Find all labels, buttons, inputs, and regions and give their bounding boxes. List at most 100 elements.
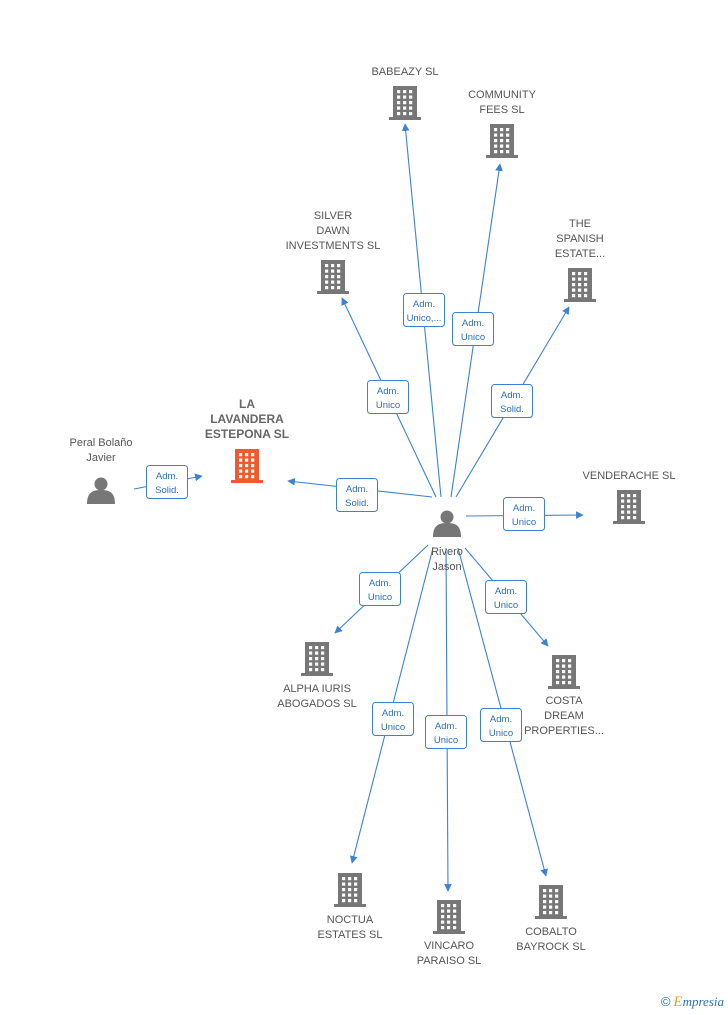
- node-label-spanish: ESTATE...: [555, 248, 605, 260]
- person-icon: [87, 477, 115, 504]
- edge-label-text: Unico: [381, 722, 405, 733]
- node-label-silver: INVESTMENTS SL: [286, 240, 381, 252]
- node-label-babeazy: BABEAZY SL: [371, 66, 438, 78]
- node-label-peral: Peral Bolaño: [70, 437, 133, 449]
- node-noctua[interactable]: NOCTUA ESTATES SL: [317, 873, 383, 941]
- edge-label-box: [491, 384, 533, 418]
- edge-label-text: Adm.: [369, 578, 391, 589]
- node-label-community: COMMUNITY: [468, 89, 536, 101]
- edge-label-box: [425, 715, 467, 749]
- edge-label-box: [503, 497, 545, 531]
- building-icon: [548, 655, 580, 689]
- node-label-cobalto: COBALTO: [525, 926, 577, 938]
- edge-label-noctua[interactable]: Adm. Unico: [372, 702, 414, 736]
- building-icon: [317, 260, 349, 294]
- edge-label-lavandera[interactable]: Adm. Solid.: [336, 478, 378, 512]
- edge-label-text: Unico: [368, 592, 392, 603]
- edge-label-box: [336, 478, 378, 512]
- node-community[interactable]: COMMUNITY FEES SL: [468, 89, 537, 158]
- node-label-noctua: NOCTUA: [327, 914, 374, 926]
- edge-label-text: Adm.: [501, 390, 523, 401]
- edge-label-text: Adm.: [156, 471, 178, 482]
- node-label-costa: DREAM: [544, 710, 584, 722]
- edge-label-venderache[interactable]: Adm.Unico: [503, 497, 545, 531]
- node-venderache[interactable]: VENDERACHE SL: [583, 470, 676, 524]
- node-vincaro[interactable]: VINCARO PARAISO SL: [417, 900, 482, 967]
- node-label-lavandera: LAVANDERA: [210, 412, 284, 426]
- building-icon: [301, 642, 333, 676]
- node-costa[interactable]: COSTA DREAM PROPERTIES...: [524, 655, 604, 737]
- edge-label-babeazy[interactable]: Adm.Unico,...: [403, 293, 445, 327]
- node-label-lavandera: ESTEPONA SL: [205, 427, 289, 441]
- node-label-alpha: ALPHA IURIS: [283, 683, 351, 695]
- person-icon: [433, 510, 461, 537]
- node-spanish[interactable]: THE SPANISH ESTATE...: [555, 218, 605, 302]
- edge-labels-layer: Adm.Solid.Adm.Solid.Adm.Unico,...Adm.Uni…: [146, 293, 545, 749]
- edge-label-text: Adm.: [413, 299, 435, 310]
- node-label-vincaro: VINCARO: [424, 940, 475, 952]
- node-label-spanish: THE: [569, 218, 591, 230]
- edge-label-text: Adm.: [346, 484, 368, 495]
- edge-label-text: Solid.: [155, 485, 179, 496]
- node-label-cobalto: BAYROCK SL: [516, 941, 586, 953]
- edge-label-box: [367, 380, 409, 414]
- edge-label-costa[interactable]: Adm.Unico: [485, 580, 527, 614]
- building-icon: [613, 490, 645, 524]
- node-label-peral: Javier: [86, 452, 116, 464]
- edge-label-alpha[interactable]: Adm. Unico: [359, 572, 401, 606]
- edge-label-box: [146, 465, 188, 499]
- edge-label-box: [452, 312, 494, 346]
- node-label-community: FEES SL: [479, 104, 524, 116]
- edge-label-text: Adm.: [462, 318, 484, 329]
- edge-label-text: Unico: [461, 332, 485, 343]
- edge-label-box: [485, 580, 527, 614]
- node-label-silver: SILVER: [314, 210, 352, 222]
- node-label-spanish: SPANISH: [556, 233, 604, 245]
- edge-label-box: [403, 293, 445, 327]
- node-label-rivero: Rivero: [431, 546, 463, 558]
- edge-label-text: Unico: [512, 517, 536, 528]
- edge-label-text: Unico: [434, 735, 458, 746]
- building-icon: [389, 86, 421, 120]
- node-label-costa: COSTA: [545, 695, 583, 707]
- node-label-noctua: ESTATES SL: [317, 929, 382, 941]
- edge-label-text: Adm.: [377, 386, 399, 397]
- building-icon: [433, 900, 465, 934]
- edge-label-community[interactable]: Adm. Unico: [452, 312, 494, 346]
- building-icon: [231, 449, 263, 483]
- edge-label-lavandera[interactable]: Adm. Solid.: [146, 465, 188, 499]
- edge-label-text: Solid.: [500, 404, 524, 415]
- edge-label-cobalto[interactable]: Adm. Unico: [480, 708, 522, 742]
- edge-label-text: Adm.: [490, 714, 512, 725]
- node-cobalto[interactable]: COBALTO BAYROCK SL: [516, 885, 586, 953]
- building-icon: [564, 268, 596, 302]
- node-label-venderache: VENDERACHE SL: [583, 470, 676, 482]
- empresia-logo: ©Empresia: [661, 994, 724, 1011]
- edge-label-silver[interactable]: Adm. Unico: [367, 380, 409, 414]
- edge-label-spanish[interactable]: Adm. Solid.: [491, 384, 533, 418]
- edge-label-text: Adm.: [495, 586, 517, 597]
- node-babeazy[interactable]: BABEAZY SL: [371, 66, 439, 120]
- edge-label-text: Unico: [489, 728, 513, 739]
- node-label-rivero: Jason: [432, 561, 461, 573]
- building-icon: [334, 873, 366, 907]
- edge-label-text: Solid.: [345, 498, 369, 509]
- edge-label-box: [480, 708, 522, 742]
- copyright-symbol: ©: [660, 994, 671, 1009]
- node-label-costa: PROPERTIES...: [524, 725, 604, 737]
- node-label-lavandera: LA: [239, 397, 255, 411]
- edge-label-text: Unico: [376, 400, 400, 411]
- edge-label-vincaro[interactable]: Adm. Unico: [425, 715, 467, 749]
- node-label-vincaro: PARAISO SL: [417, 955, 482, 967]
- edge-label-text: Adm.: [435, 721, 457, 732]
- edge-label-text: Adm.: [382, 708, 404, 719]
- building-icon: [535, 885, 567, 919]
